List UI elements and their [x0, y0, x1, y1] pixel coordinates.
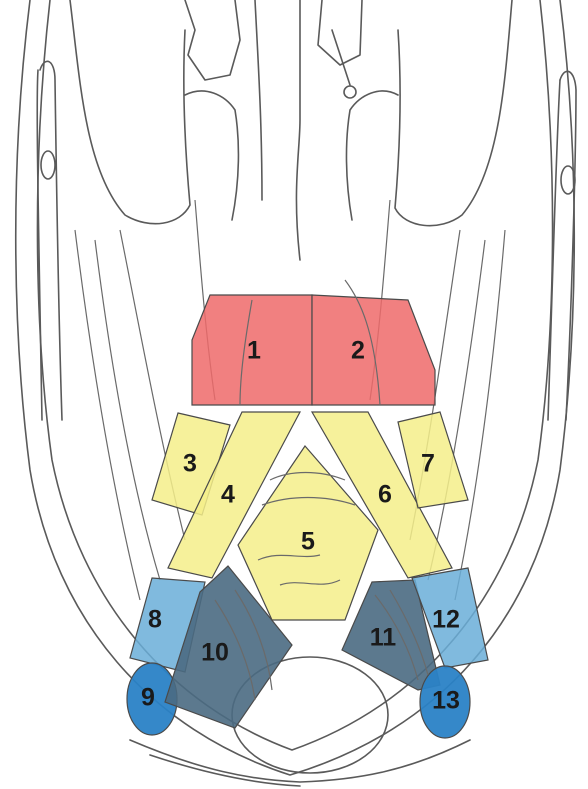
region-10-label: 10 — [201, 639, 229, 667]
region-3-label: 3 — [183, 450, 197, 478]
region-6-label: 6 — [378, 481, 392, 509]
region-12-label: 12 — [432, 606, 460, 634]
region-11-label: 11 — [370, 624, 397, 652]
region-1-label: 1 — [247, 337, 261, 365]
region-overlays — [127, 295, 488, 738]
region-13-label: 13 — [432, 687, 460, 715]
region-5-label: 5 — [301, 528, 315, 556]
region-7-label: 7 — [421, 450, 435, 478]
region-2-label: 2 — [351, 337, 365, 365]
region-4-label: 4 — [221, 481, 235, 509]
region-9-label: 9 — [141, 684, 155, 712]
region-8-label: 8 — [148, 606, 162, 634]
